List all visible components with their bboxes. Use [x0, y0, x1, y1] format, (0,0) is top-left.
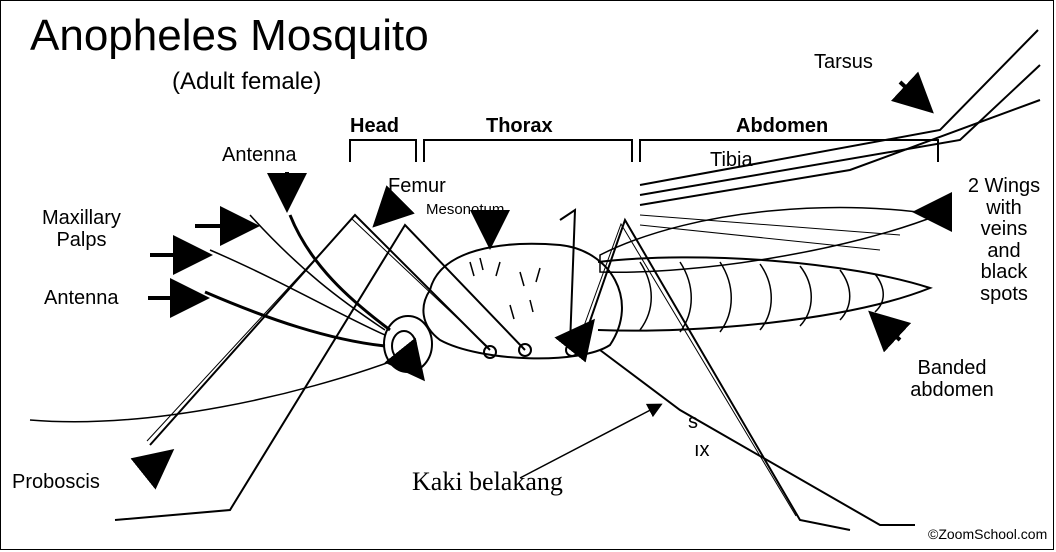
proboscis-arrow: [148, 454, 168, 470]
diagram-subtitle: (Adult female): [172, 68, 321, 96]
thorax-marks: [470, 258, 540, 319]
thorax-bracket: [424, 140, 632, 162]
label-head: Head: [350, 116, 399, 138]
proboscis-line: [30, 360, 395, 422]
mid-leg: [560, 210, 575, 345]
label-fragment-s: s: [688, 412, 698, 434]
label-kaki-belakang: Kaki belakang: [412, 468, 563, 496]
label-tibia: Tibia: [710, 150, 753, 172]
thorax-shape: [423, 244, 622, 359]
tarsus-arrow: [900, 82, 928, 108]
head-bracket: [350, 140, 416, 162]
label-wings: 2 Wings with veins and black spots: [956, 176, 1052, 306]
label-tarsus: Tarsus: [814, 52, 873, 74]
femur-arrow: [378, 204, 396, 222]
label-fragment-ix: ıx: [694, 440, 710, 462]
label-mesonotum: Mesonotum: [426, 202, 504, 218]
abdomen-bands: [640, 262, 883, 332]
label-banded-abdomen: Banded abdomen: [892, 358, 1012, 401]
diagram-title: Anopheles Mosquito: [30, 14, 429, 58]
copyright-text: ©ZoomSchool.com: [928, 526, 1047, 542]
label-abdomen: Abdomen: [736, 116, 828, 138]
maxillary-palps-line: [250, 215, 385, 330]
label-femur: Femur: [388, 176, 446, 198]
hind-leg-2: [600, 350, 915, 525]
label-thorax: Thorax: [486, 116, 553, 138]
label-antenna-upper: Antenna: [222, 145, 297, 167]
label-proboscis: Proboscis: [12, 472, 100, 494]
label-antenna-lower: Antenna: [44, 288, 119, 310]
banded-abdomen-arrow: [874, 316, 900, 340]
label-maxillary-palps: Maxillary Palps: [42, 208, 121, 251]
